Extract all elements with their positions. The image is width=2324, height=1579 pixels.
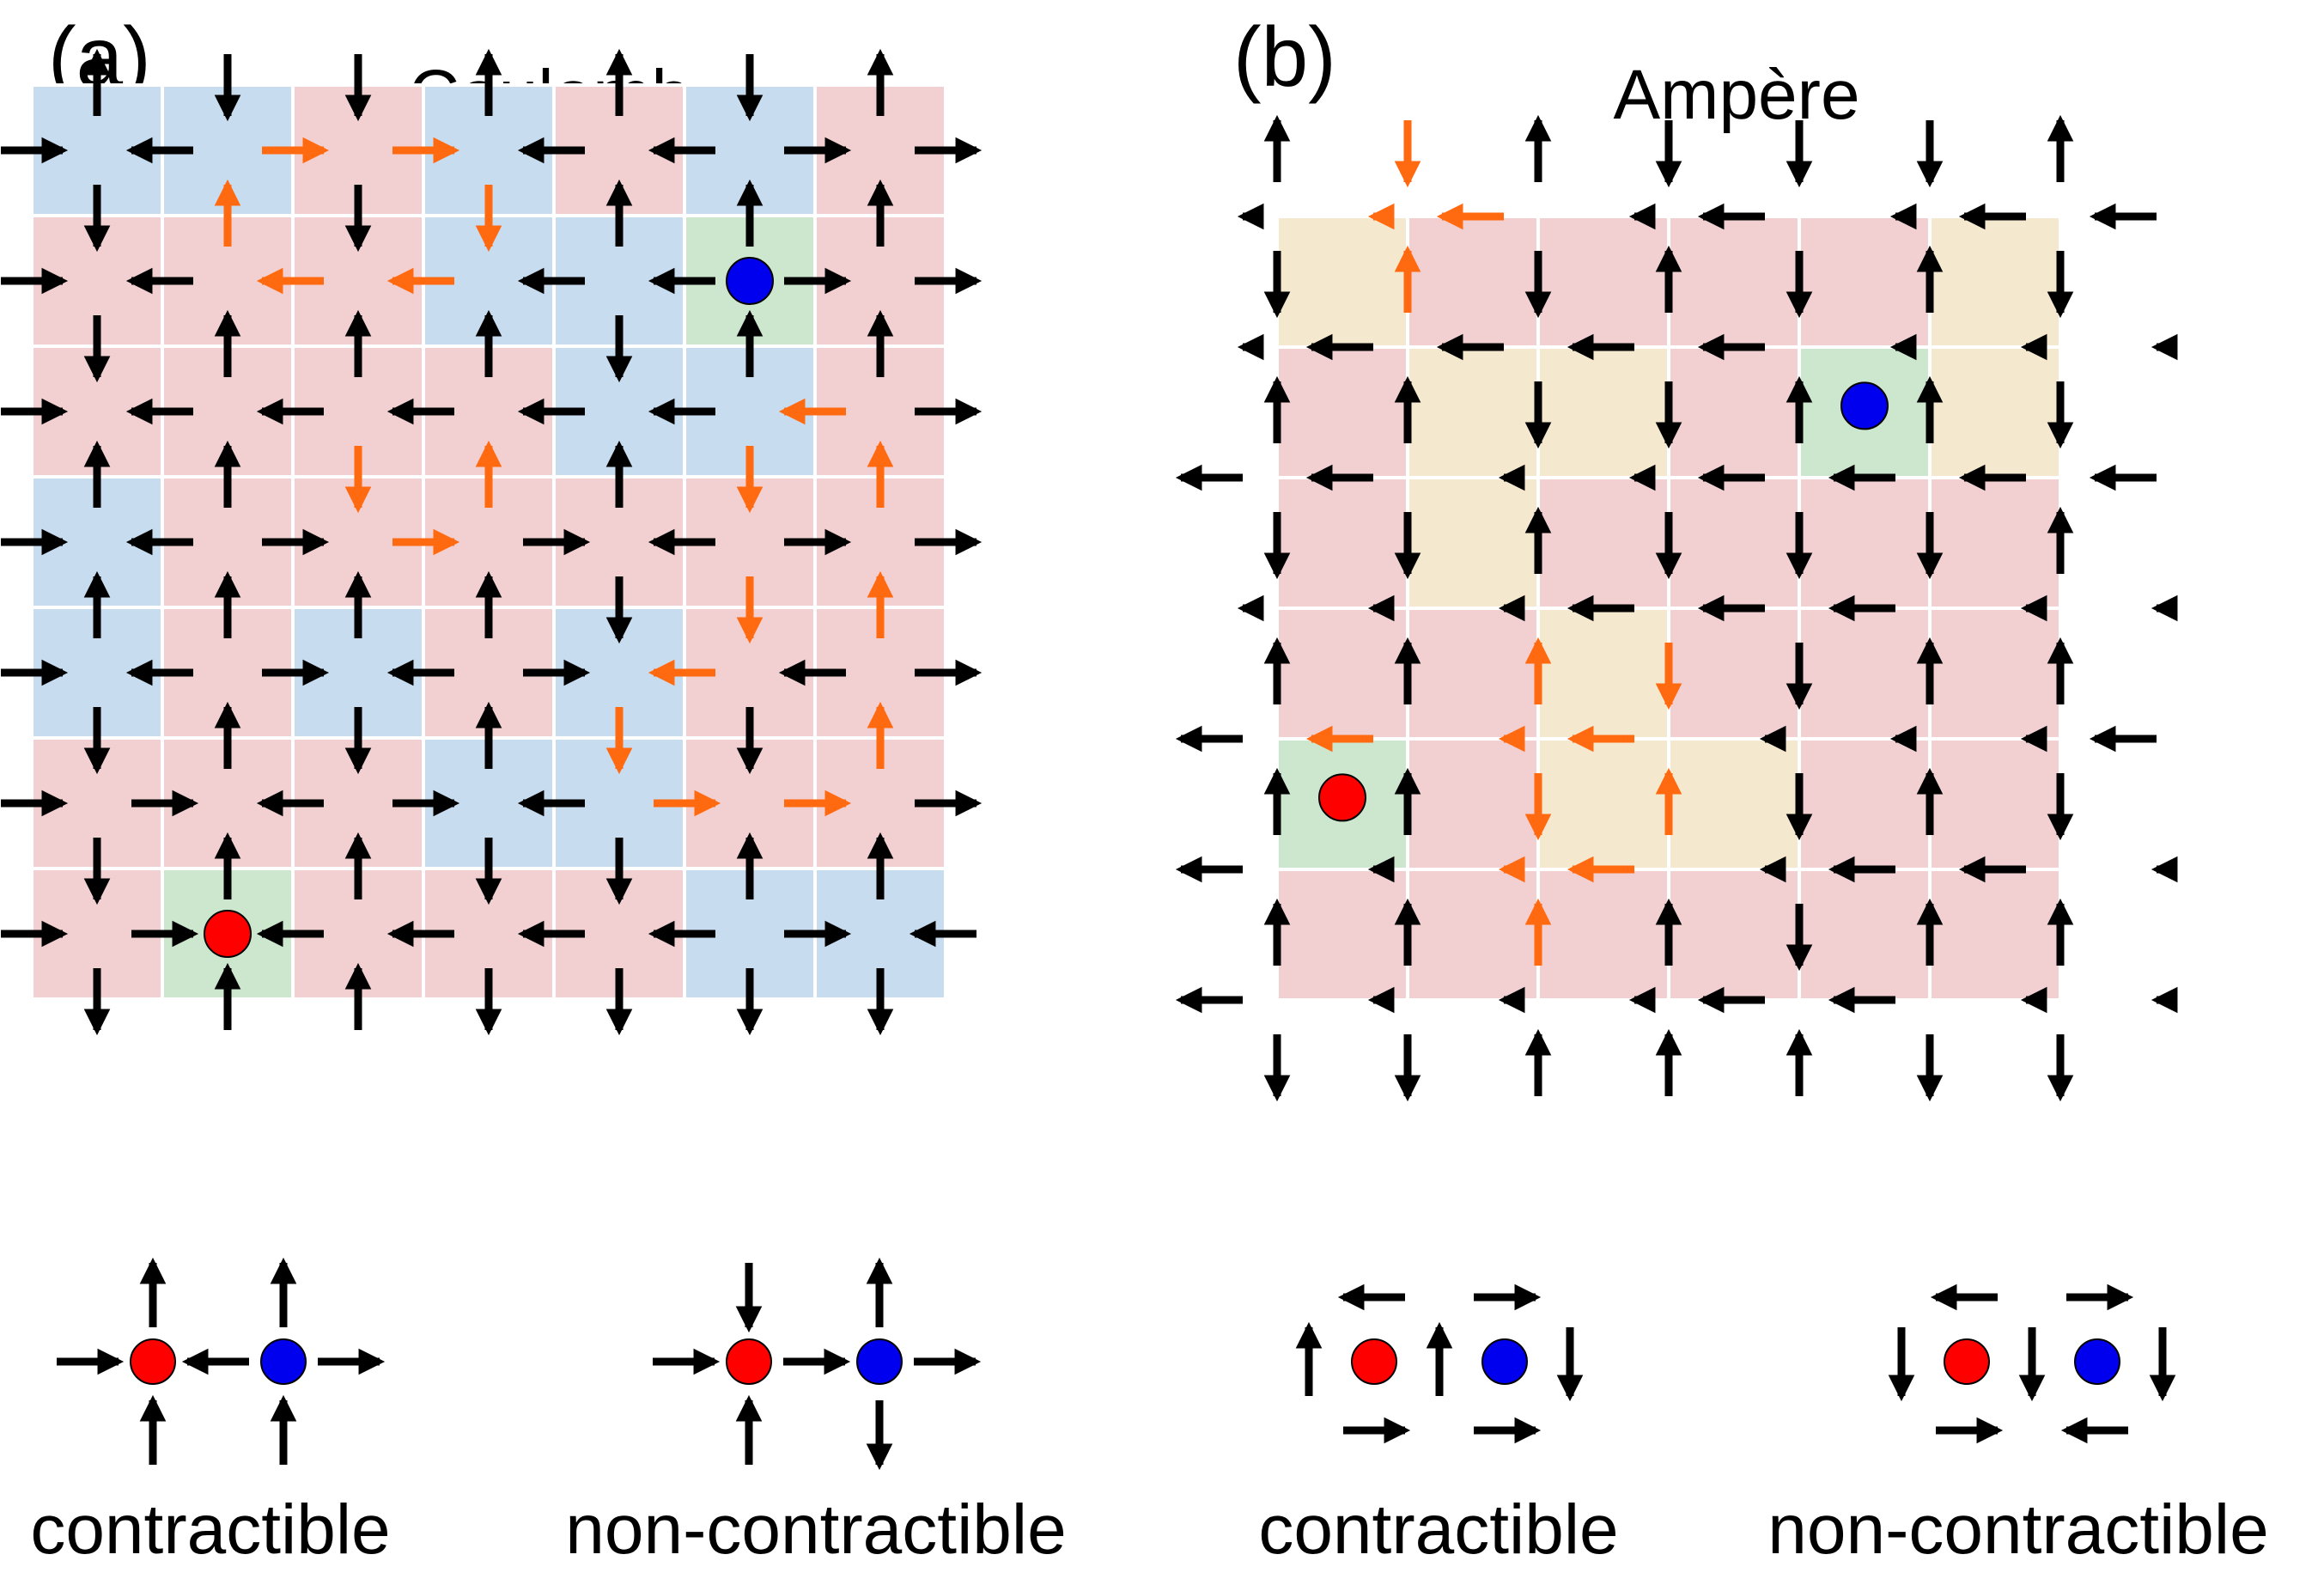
plaquette-cell (1406, 476, 1540, 610)
caption-non-contractible-a: non-contractible (565, 1491, 1066, 1569)
positive-charge (726, 1338, 772, 1385)
coulomb-legend (57, 1257, 982, 1471)
plaquette-cell (1798, 215, 1932, 349)
plaquette-cell (1928, 737, 2062, 871)
plaquette-cell (1928, 607, 2062, 741)
plaquette-cell (1536, 868, 1670, 1002)
positive-charge (130, 1338, 176, 1385)
plaquette-cell (1798, 607, 1932, 741)
plaquette-cell (1406, 345, 1540, 479)
ampere-plaquette-grid (1275, 215, 2062, 1002)
negative-charge (1481, 1338, 1528, 1385)
plaquette-cell (1667, 868, 1801, 1002)
positive-charge (204, 910, 252, 958)
plaquette-cell (1406, 607, 1540, 741)
plaquette-cell (1667, 607, 1801, 741)
plaquette-cell (1798, 737, 1932, 871)
plaquette-cell (1275, 607, 1409, 741)
negative-charge (2074, 1338, 2120, 1385)
plaquette-cell (1798, 476, 1932, 610)
ampere-legend (1295, 1283, 2176, 1444)
plaquette-cell (1275, 215, 1409, 349)
plaquette-cell (1406, 215, 1540, 349)
plaquette-cell (1667, 215, 1801, 349)
ampere-charges (1318, 381, 1889, 822)
plaquette-cell (1798, 868, 1932, 1002)
caption-contractible-b: contractible (1258, 1491, 1618, 1569)
panel-label-b: (b) (1233, 9, 1336, 104)
positive-charge (1318, 773, 1366, 822)
plaquette-cell (1536, 607, 1670, 741)
caption-contractible-a: contractible (30, 1491, 390, 1569)
plaquette-cell (1275, 345, 1409, 479)
plaquette-cell (1667, 737, 1801, 871)
plaquette-cell (1667, 345, 1801, 479)
plaquette-cell (1928, 476, 2062, 610)
panel-title-ampere: Ampère (1613, 56, 1859, 134)
plaquette-cell (1406, 868, 1540, 1002)
negative-charge (856, 1338, 903, 1385)
plaquette-cell (1536, 737, 1670, 871)
positive-charge (1944, 1338, 1990, 1385)
panel-coulomb: (a) Coulomb contractible non-contractibl… (1, 9, 1067, 1569)
negative-charge (726, 257, 774, 305)
plaquette-cell (1536, 476, 1670, 610)
plaquette-cell (1275, 476, 1409, 610)
plaquette-cell (1928, 345, 2062, 479)
negative-charge (1840, 381, 1889, 430)
positive-charge (1351, 1338, 1397, 1385)
plaquette-cell (1536, 215, 1670, 349)
coulomb-spin-arrows (1, 48, 983, 1036)
plaquette-cell (1667, 476, 1801, 610)
panel-ampere: (b) Ampère contractible non-contractible (1175, 9, 2269, 1569)
negative-charge (260, 1338, 307, 1385)
ampere-spin-arrows (1175, 114, 2178, 1102)
caption-non-contractible-b: non-contractible (1767, 1491, 2268, 1569)
plaquette-cell (1406, 737, 1540, 871)
plaquette-cell (1928, 215, 2062, 349)
plaquette-cell (1928, 868, 2062, 1002)
coulomb-charges (204, 257, 774, 958)
plaquette-cell (1275, 868, 1409, 1002)
plaquette-cell (1536, 345, 1670, 479)
